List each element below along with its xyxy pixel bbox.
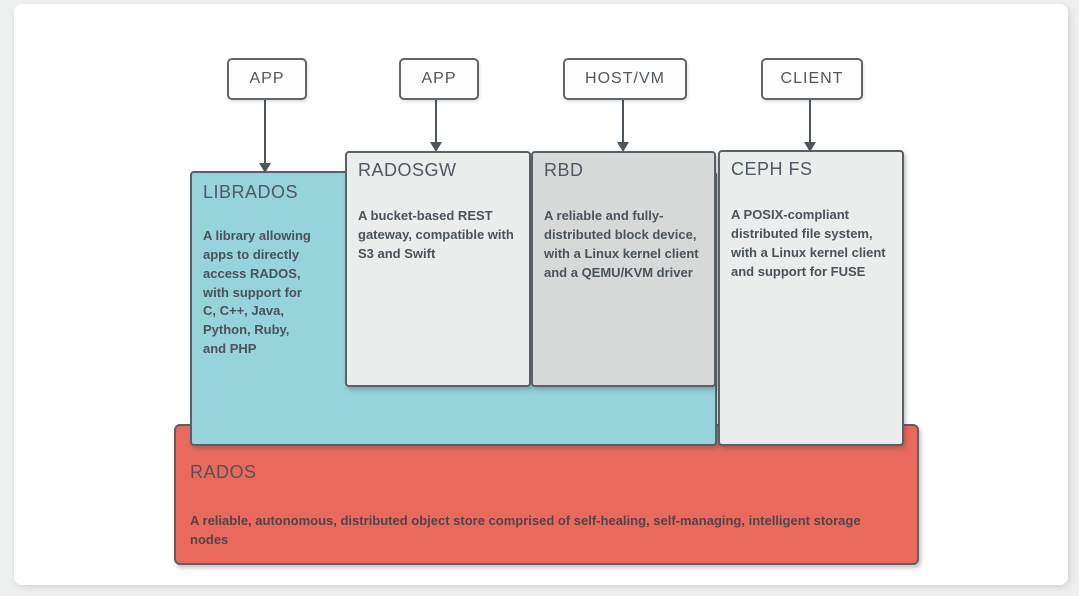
box-rados-title: RADOS <box>190 462 257 482</box>
node-app-1-label: APP <box>249 70 285 87</box>
box-rbd-title: RBD <box>544 160 584 180</box>
box-librados-description: A library allowing apps to directly acce… <box>203 228 311 357</box>
box-cephfs-description: A POSIX-compliant distributed file syste… <box>731 207 886 279</box>
box-radosgw-description: A bucket-based REST gateway, compatible … <box>358 208 514 261</box>
box-radosgw: RADOSGW A bucket-based REST gateway, com… <box>345 151 531 387</box>
box-rados: RADOS A reliable, autonomous, distribute… <box>174 424 919 565</box>
node-client-label: CLIENT <box>780 70 844 87</box>
node-host-vm-label: HOST/VM <box>585 70 665 87</box>
node-client: CLIENT <box>761 58 863 100</box>
node-host-vm: HOST/VM <box>563 58 687 100</box>
box-librados-title: LIBRADOS <box>203 182 299 202</box>
connector-line <box>435 98 437 142</box>
connector-line <box>264 98 266 163</box>
arrow-down-icon <box>430 142 442 152</box>
diagram-card: APP APP HOST/VM CLIENT <box>14 4 1068 585</box>
node-app-2-label: APP <box>421 70 457 87</box>
node-app-1: APP <box>227 58 307 100</box>
node-app-2: APP <box>399 58 479 100</box>
connector-line <box>809 98 811 142</box>
box-rbd-content: RBD A reliable and fully- distributed bl… <box>533 153 714 289</box>
box-rados-content: RADOS A reliable, autonomous, distribute… <box>176 426 917 550</box>
connector-line <box>622 98 624 142</box>
box-rbd: RBD A reliable and fully- distributed bl… <box>531 151 716 387</box>
arrow-down-icon <box>804 142 816 152</box>
box-rados-description: A reliable, autonomous, distributed obje… <box>190 513 861 547</box>
box-cephfs-title: CEPH FS <box>731 159 813 179</box>
box-librados-content: LIBRADOS A library allowing apps to dire… <box>192 173 715 366</box>
arrow-down-icon <box>617 142 629 152</box>
box-cephfs: CEPH FS A POSIX-compliant distributed fi… <box>718 150 904 446</box>
box-radosgw-title: RADOSGW <box>358 160 457 180</box>
box-cephfs-content: CEPH FS A POSIX-compliant distributed fi… <box>720 152 902 288</box>
box-radosgw-content: RADOSGW A bucket-based REST gateway, com… <box>347 153 529 271</box>
arrow-down-icon <box>259 163 271 173</box>
box-rbd-description: A reliable and fully- distributed block … <box>544 208 699 280</box>
